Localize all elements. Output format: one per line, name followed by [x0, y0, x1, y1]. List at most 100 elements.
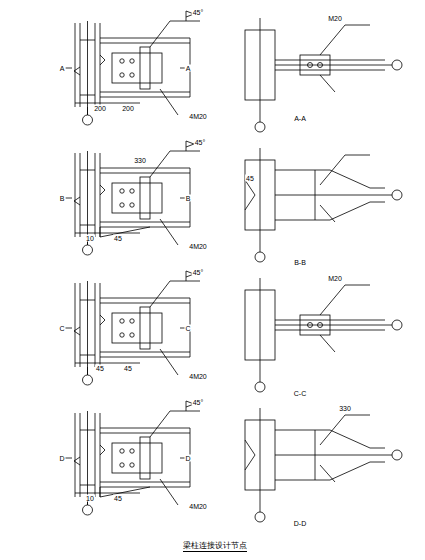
axis-bubble	[255, 122, 265, 132]
beam-flange	[100, 227, 190, 228]
weld-mark	[245, 180, 255, 210]
section-mark: A	[59, 65, 66, 72]
beam-web	[275, 195, 385, 196]
bolt-symbol	[130, 203, 134, 207]
dimension-text: M20	[327, 275, 343, 282]
center-line	[87, 411, 88, 505]
dimension-text: 45°	[192, 399, 205, 406]
leader-line	[320, 415, 370, 445]
splice-plate	[300, 315, 330, 335]
leader-line	[150, 21, 200, 47]
splice-plate	[140, 47, 150, 89]
column-flange	[80, 23, 81, 107]
axis-line	[385, 455, 392, 456]
bolt-symbol	[130, 449, 134, 453]
axis-bubble	[392, 190, 402, 200]
bolt-symbol	[120, 319, 124, 323]
center-line	[87, 151, 88, 245]
bolt-symbol	[130, 73, 134, 77]
section-mark: B-B	[293, 259, 307, 266]
column-flange	[95, 283, 96, 367]
beam-flange	[100, 352, 190, 353]
section-mark: D-D	[293, 520, 307, 527]
leader-line	[320, 205, 335, 222]
stiffener	[80, 430, 95, 431]
beam-flange	[100, 482, 190, 483]
weld-mark	[74, 197, 80, 205]
axis-bubble	[392, 60, 402, 70]
weld-mark	[74, 457, 80, 465]
beam-flange	[100, 173, 190, 174]
section-mark: B	[185, 195, 192, 202]
column-flange	[75, 153, 76, 237]
bolt-symbol	[318, 323, 323, 328]
beam-flange	[100, 428, 190, 429]
shear-plate	[112, 53, 162, 83]
splice-plate	[300, 55, 330, 75]
column-flange	[95, 23, 96, 107]
column-flange	[75, 413, 76, 497]
haunch-plate	[100, 227, 150, 237]
section-mark: C-C	[293, 390, 307, 397]
dimension-line	[75, 233, 140, 234]
axis-bubble	[83, 245, 93, 255]
leader-line	[320, 25, 370, 55]
column-flange	[80, 283, 81, 367]
haunch-outline	[275, 462, 385, 480]
leader-line	[160, 349, 178, 375]
section-mark: B	[59, 195, 66, 202]
bolt-symbol	[120, 189, 124, 193]
bolt-symbol	[120, 449, 124, 453]
bolt-symbol	[130, 189, 134, 193]
dimension-text: 4M20	[188, 503, 208, 510]
bolt-symbol	[130, 333, 134, 337]
beam-flange	[100, 487, 190, 488]
column-flange	[75, 23, 76, 107]
dimension-text: 330	[133, 157, 147, 164]
axis-bubble	[83, 375, 93, 385]
stiffener	[315, 430, 316, 480]
section-mark: A-A	[293, 115, 307, 122]
beam-flange	[100, 357, 190, 358]
weld-mark	[74, 327, 80, 335]
dimension-text: 45°	[192, 269, 205, 276]
bolt-symbol	[130, 319, 134, 323]
leader-line	[160, 479, 178, 505]
splice-plate	[140, 177, 150, 219]
shear-plate	[112, 183, 162, 213]
stiffener	[80, 95, 95, 96]
section-mark: D	[58, 455, 65, 462]
axis-bubble	[392, 320, 402, 330]
stiffener	[80, 300, 95, 301]
axis-line	[385, 195, 392, 196]
axis-line	[87, 107, 88, 115]
dimension-text: 45°	[194, 139, 207, 146]
leader-line	[320, 155, 370, 185]
dimension-line	[75, 493, 140, 494]
column-flange	[95, 413, 96, 497]
weld-mark	[245, 440, 255, 470]
shear-plate	[112, 443, 162, 473]
axis-line	[87, 367, 88, 375]
axis-bubble	[83, 115, 93, 125]
dimension-line	[75, 363, 140, 364]
dimension-text: 200	[121, 105, 135, 112]
center-line	[260, 148, 261, 250]
dimension-text: 45	[95, 365, 105, 372]
column-flange	[75, 283, 76, 367]
dimension-text: M20	[327, 15, 343, 22]
dimension-text: 10	[85, 235, 95, 242]
column-flange	[80, 413, 81, 497]
stiffener	[315, 170, 316, 220]
weld-mark	[100, 185, 105, 195]
section-mark: A	[185, 65, 192, 72]
axis-bubble	[255, 512, 265, 522]
section-mark: D	[184, 455, 191, 462]
bolt-symbol	[130, 59, 134, 63]
beam-flange	[100, 303, 190, 304]
bolt-symbol	[120, 59, 124, 63]
dimension-text: 45	[113, 495, 123, 502]
haunch-plate	[100, 487, 150, 497]
bolt-symbol	[120, 73, 124, 77]
